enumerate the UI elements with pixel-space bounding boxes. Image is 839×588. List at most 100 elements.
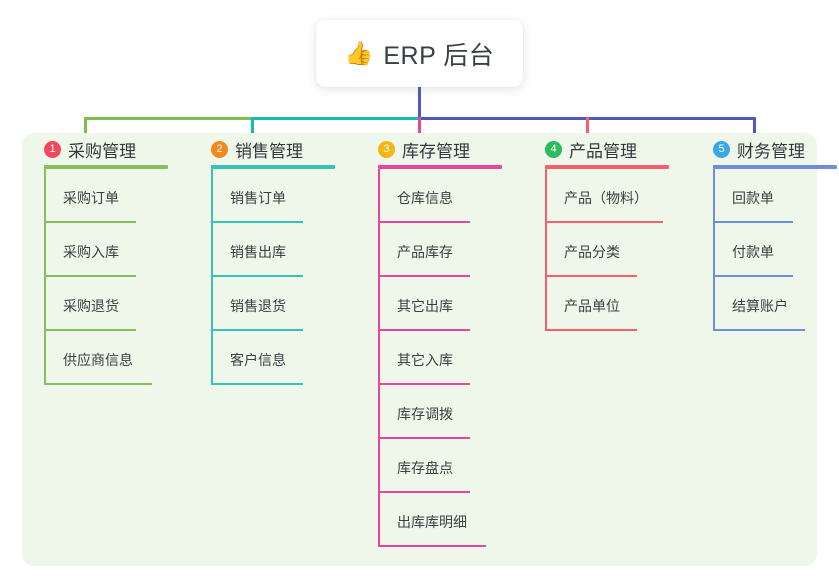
branch-header-rule (545, 165, 669, 169)
branch-item-rule (378, 383, 470, 385)
branch-item[interactable]: 采购订单 (34, 169, 194, 223)
branch-item-label: 仓库信息 (397, 190, 453, 206)
branch-item[interactable]: 产品单位 (535, 277, 700, 331)
drop-3 (418, 117, 421, 145)
branch-item-label: 采购订单 (63, 190, 119, 206)
branch-item-label: 产品单位 (564, 298, 620, 314)
branch-title: 销售管理 (235, 141, 303, 161)
branch-spine (545, 169, 547, 331)
root-trunk-connector (418, 87, 421, 119)
bus-teal (251, 117, 420, 120)
branch-item-rule (378, 275, 470, 277)
root-node-title: ERP 后台 (383, 41, 495, 70)
branch-item-rule (378, 221, 470, 223)
branch-title: 采购管理 (68, 141, 136, 161)
branch-item[interactable]: 出库库明细 (368, 493, 528, 547)
branch-item[interactable]: 结算账户 (703, 277, 839, 331)
branches-panel: 1 采购管理采购订单采购入库采购退货供应商信息 2 销售管理销售订单销售出库销售退货客… (22, 133, 837, 566)
branch-item-label: 库存调拨 (397, 406, 453, 422)
branch-header-rule (378, 165, 502, 169)
branch-item[interactable]: 库存调拨 (368, 385, 528, 439)
branch-items-sales: 销售订单销售出库销售退货客户信息 (201, 169, 361, 385)
branch-item-label: 产品分类 (564, 244, 620, 260)
branch-item-label: 其它入库 (397, 352, 453, 368)
branch-item-label: 结算账户 (732, 298, 788, 314)
branch-item-label: 产品库存 (397, 244, 453, 260)
branch-header-sales[interactable]: 2 销售管理 (201, 133, 361, 165)
branch-item-label: 客户信息 (230, 352, 286, 368)
branch-item[interactable]: 产品分类 (535, 223, 700, 277)
branch-header-rule (713, 165, 837, 169)
branch-item-label: 供应商信息 (63, 352, 133, 368)
branch-title: 财务管理 (737, 141, 805, 161)
branch-item-rule (44, 329, 136, 331)
branch-spine (713, 169, 715, 331)
branch-item-rule (211, 221, 303, 223)
branch-item-rule (211, 329, 303, 331)
root-node-card[interactable]: 👍 ERP 后台 (316, 20, 523, 87)
branch-column-product: 4 产品管理产品（物料） 产品分类产品单位 (535, 133, 700, 331)
branch-item-rule (211, 275, 303, 277)
branch-item[interactable]: 销售退货 (201, 277, 361, 331)
root-node-content: 👍 ERP 后台 (345, 36, 495, 72)
branch-item-rule (211, 383, 303, 385)
branch-title: 产品管理 (569, 141, 637, 161)
branch-item[interactable]: 回款单 (703, 169, 839, 223)
branch-number-badge: 2 (211, 140, 228, 158)
branch-items-purchase: 采购订单采购入库采购退货供应商信息 (34, 169, 194, 385)
branch-column-inventory: 3 库存管理仓库信息产品库存其它出库其它入库库存调拨库存盘点出库库明细 (368, 133, 528, 547)
branch-item[interactable]: 销售出库 (201, 223, 361, 277)
branch-header-product[interactable]: 4 产品管理 (535, 133, 700, 165)
branch-item[interactable]: 客户信息 (201, 331, 361, 385)
branch-item[interactable]: 其它出库 (368, 277, 528, 331)
branch-item-label: 出库库明细 (397, 514, 467, 530)
thumbs-up-icon: 👍 (344, 40, 374, 66)
branch-item[interactable]: 产品库存 (368, 223, 528, 277)
branch-items-inventory: 仓库信息产品库存其它出库其它入库库存调拨库存盘点出库库明细 (368, 169, 528, 547)
branch-item[interactable]: 仓库信息 (368, 169, 528, 223)
branch-item-rule (44, 275, 136, 277)
branch-spine (211, 169, 213, 385)
branch-item-rule (378, 329, 470, 331)
bus-green (84, 117, 251, 120)
branch-spine (44, 169, 46, 385)
branch-item[interactable]: 库存盘点 (368, 439, 528, 493)
branch-item-label: 销售退货 (230, 298, 286, 314)
branch-item[interactable]: 产品（物料） (535, 169, 700, 223)
branch-item-label: 库存盘点 (397, 460, 453, 476)
branch-column-purchase: 1 采购管理采购订单采购入库采购退货供应商信息 (34, 133, 194, 385)
branch-header-purchase[interactable]: 1 采购管理 (34, 133, 194, 165)
branch-item-rule (44, 383, 152, 385)
branch-spine (378, 169, 380, 547)
branch-item-rule (44, 221, 136, 223)
branch-title: 库存管理 (402, 141, 470, 161)
branch-item-label: 其它出库 (397, 298, 453, 314)
branch-item-label: 销售出库 (230, 244, 286, 260)
branch-item-rule (713, 329, 805, 331)
branch-item[interactable]: 供应商信息 (34, 331, 194, 385)
branch-item[interactable]: 销售订单 (201, 169, 361, 223)
branch-item-rule (545, 275, 637, 277)
branch-item-label: 付款单 (732, 244, 774, 260)
branch-item-rule (713, 221, 793, 223)
branch-item-rule (378, 491, 470, 493)
branch-item-rule (713, 275, 793, 277)
branch-number-badge: 1 (44, 140, 61, 158)
branch-number-badge: 4 (545, 140, 562, 158)
drop-4 (586, 117, 589, 145)
branch-item-rule (378, 545, 486, 547)
branch-item[interactable]: 付款单 (703, 223, 839, 277)
branch-item-label: 采购退货 (63, 298, 119, 314)
branch-header-inventory[interactable]: 3 库存管理 (368, 133, 528, 165)
branch-column-sales: 2 销售管理销售订单销售出库销售退货客户信息 (201, 133, 361, 385)
branch-item[interactable]: 采购入库 (34, 223, 194, 277)
branch-items-product: 产品（物料） 产品分类产品单位 (535, 169, 700, 331)
branch-item[interactable]: 其它入库 (368, 331, 528, 385)
branch-item-rule (545, 329, 637, 331)
branch-header-rule (44, 165, 168, 169)
branch-item[interactable]: 采购退货 (34, 277, 194, 331)
branch-number-badge: 3 (378, 140, 395, 158)
